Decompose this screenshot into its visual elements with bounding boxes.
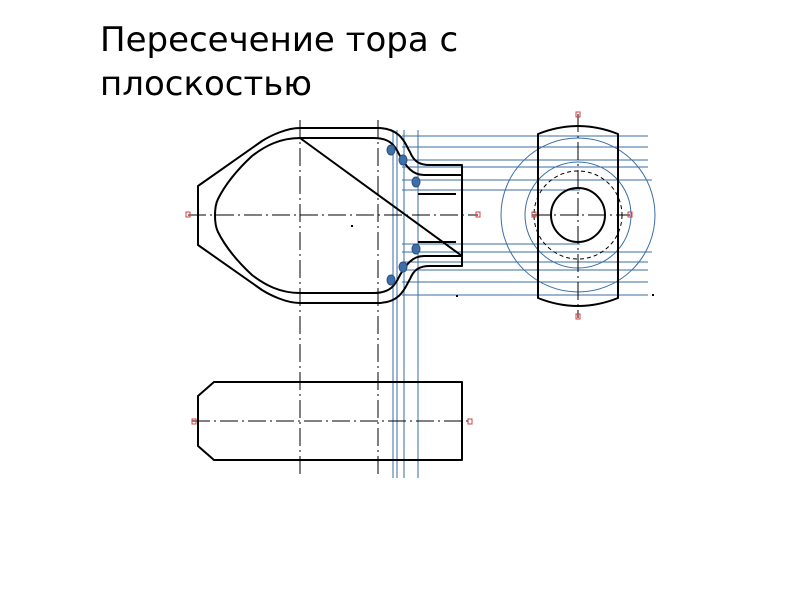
center-lines [188, 114, 630, 478]
intersection-point [398, 154, 408, 166]
side-view-outline [537, 125, 619, 307]
axis-marker [575, 313, 581, 320]
axis-marker [185, 211, 191, 218]
construction-dot [456, 295, 458, 297]
intersection-point [398, 261, 408, 273]
axis-marker [531, 211, 537, 218]
intersection-point [411, 176, 421, 188]
intersection-point [411, 243, 421, 255]
axis-marker [467, 418, 473, 425]
hidden-circle [533, 170, 623, 260]
title-line-2: плоскостью [100, 64, 312, 104]
construction-dots [351, 225, 654, 297]
slide-title: Пересечение тора с плоскостью [100, 18, 700, 106]
construction-dot [351, 225, 353, 227]
horizontal-projection-lines [402, 135, 652, 296]
axis-marker [627, 211, 633, 218]
intersection-points [386, 144, 421, 286]
axis-marker [475, 211, 481, 218]
construction-dot [652, 294, 654, 296]
part-outlines [197, 125, 619, 461]
vertical-projection-lines [392, 130, 419, 478]
front-view-outer-contour [197, 127, 463, 304]
intersection-point [386, 144, 396, 156]
axis-end-markers [185, 111, 633, 425]
top-view-outline [197, 381, 463, 461]
intersection-point [386, 274, 396, 286]
title-line-1: Пересечение тора с [100, 20, 459, 60]
axis-marker [191, 418, 197, 425]
axis-marker [575, 111, 581, 118]
